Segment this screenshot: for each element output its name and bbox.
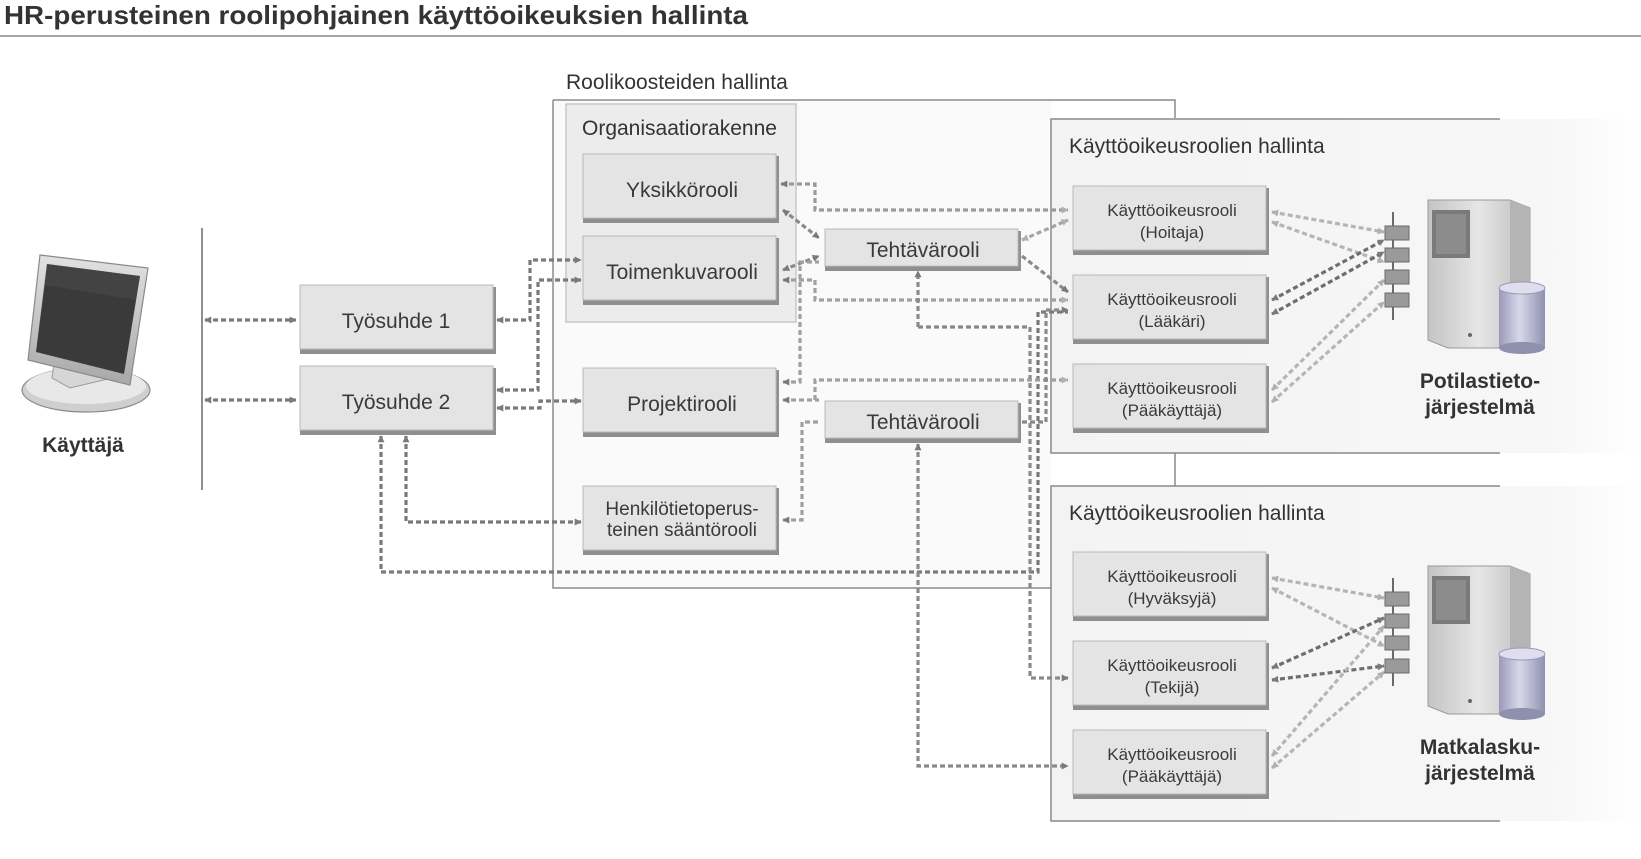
access-role-admin2-line2: (Pääkäyttäjä) [1122, 767, 1222, 786]
system2-label-line1: Matkalasku- [1420, 736, 1540, 759]
rule-role-label-line2: teinen sääntörooli [607, 520, 757, 541]
employment-box-1: Työsuhde 1 [299, 284, 496, 354]
access-role-doctor-line2: (Lääkäri) [1138, 312, 1205, 331]
computer-icon [21, 254, 151, 413]
access-role-doer-box: Käyttöoikeusrooli (Tekijä) [1072, 640, 1269, 710]
access-role-approver-line2: (Hyväksyjä) [1128, 589, 1217, 608]
unit-role-label: Yksikkörooli [626, 179, 738, 202]
project-role-box: Projektirooli [582, 367, 779, 437]
task-role-label-1: Tehtävärooli [866, 239, 979, 262]
system1-label-line2: järjestelmä [1424, 396, 1535, 419]
access-role-nurse-line2: (Hoitaja) [1140, 223, 1204, 242]
employment-box-2: Työsuhde 2 [299, 365, 496, 435]
access-management-title-1: Käyttöoikeusroolien hallinta [1069, 135, 1325, 158]
access-management-title-2: Käyttöoikeusroolien hallinta [1069, 502, 1325, 525]
access-role-admin1-line1: Käyttöoikeusrooli [1107, 379, 1236, 398]
arrow-task2-lower-admin [914, 443, 1069, 770]
port-connectors-2 [1384, 578, 1410, 686]
arrow-project-role-admin [813, 376, 1069, 400]
arrow-unit-role-access [780, 180, 1069, 214]
task-role-label-2: Tehtävärooli [866, 411, 979, 434]
access-role-doctor-line1: Käyttöoikeusrooli [1107, 290, 1236, 309]
database-icon-1 [1498, 281, 1546, 354]
arrow-job-role-access [782, 276, 1069, 304]
task-role-box-1: Tehtävärooli [824, 228, 1021, 271]
arrow-project-role-task1 [782, 260, 819, 386]
arrow-task1-doctor [1021, 254, 1069, 294]
job-role-box: Toimenkuvarooli [582, 235, 779, 305]
arrow-task2-admin [1022, 306, 1069, 424]
arrow-task1-nurse [1021, 218, 1069, 242]
rule-role-box: Henkilötietoperus- teinen sääntörooli [582, 485, 779, 555]
database-icon-2 [1498, 647, 1546, 720]
access-role-approver-box: Käyttöoikeusrooli (Hyväksyjä) [1072, 551, 1269, 621]
access-role-admin1-line2: (Pääkäyttäjä) [1122, 401, 1222, 420]
page-title: HR-perusteinen roolipohjainen käyttöoike… [4, 0, 749, 30]
arrow-employment2-job-role [496, 276, 582, 394]
system2-label-line2: järjestelmä [1424, 762, 1535, 785]
arrow-rule-role-task2 [782, 420, 819, 524]
project-role-label: Projektirooli [627, 393, 737, 416]
access-role-doer-line2: (Tekijä) [1145, 678, 1200, 697]
access-role-doer-line1: Käyttöoikeusrooli [1107, 656, 1236, 675]
connectors [204, 180, 1386, 770]
access-role-nurse-box: Käyttöoikeusrooli (Hoitaja) [1072, 185, 1269, 255]
task-role-box-2: Tehtävärooli [824, 400, 1021, 443]
access-role-approver-line1: Käyttöoikeusrooli [1107, 567, 1236, 586]
employment-label-1: Työsuhde 1 [342, 310, 451, 333]
access-role-doctor-box: Käyttöoikeusrooli (Lääkäri) [1072, 274, 1269, 344]
access-role-nurse-line1: Käyttöoikeusrooli [1107, 201, 1236, 220]
user-label: Käyttäjä [42, 434, 124, 457]
access-role-admin1-box: Käyttöoikeusrooli (Pääkäyttäjä) [1072, 363, 1269, 433]
access-role-admin2-box: Käyttöoikeusrooli (Pääkäyttäjä) [1072, 729, 1269, 799]
arrow-admin-port4 [1270, 300, 1386, 404]
arrow-admin2-port4 [1270, 670, 1386, 770]
server-icon-2 [1427, 565, 1531, 715]
org-structure-title: Organisaatiorakenne [582, 117, 777, 140]
unit-role-box: Yksikkörooli [582, 153, 779, 223]
port-connectors-1 [1384, 212, 1410, 320]
arrow-doctor-port1 [1271, 238, 1385, 302]
employment-label-2: Työsuhde 2 [342, 391, 451, 414]
role-set-management-title: Roolikoosteiden hallinta [566, 71, 788, 94]
system1-label-line1: Potilastieto- [1420, 370, 1540, 393]
rule-role-label-line1: Henkilötietoperus- [605, 499, 758, 520]
access-role-admin2-line1: Käyttöoikeusrooli [1107, 745, 1236, 764]
job-role-label: Toimenkuvarooli [606, 261, 758, 284]
arrow-employment2-rule-role [402, 435, 582, 526]
